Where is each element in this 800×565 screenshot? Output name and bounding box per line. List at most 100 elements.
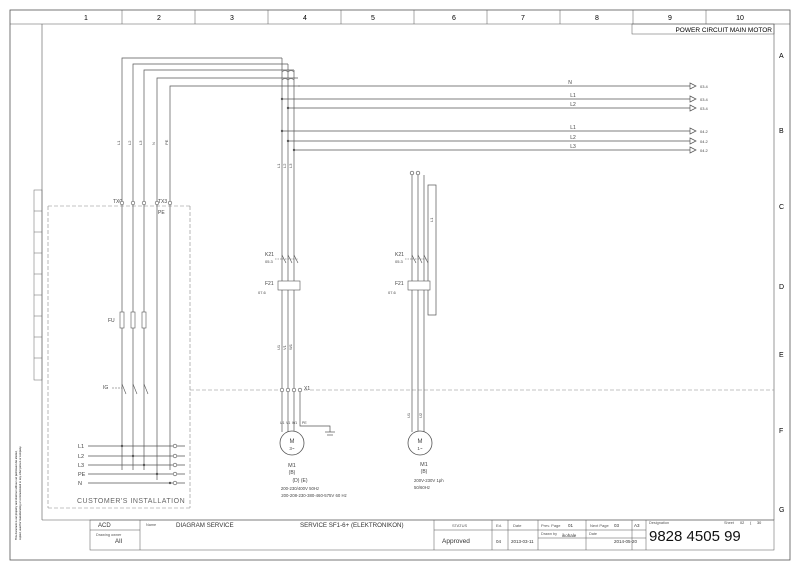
- right-motor-variant: (B): [421, 469, 428, 475]
- right-circuit-wires: [409, 170, 437, 432]
- busbar-ref: 03.4: [700, 84, 709, 89]
- left-wire-label: L2: [282, 163, 287, 168]
- supply-label-l3: L3: [78, 463, 84, 469]
- col-label: 9: [668, 15, 672, 22]
- left-motor-id: M1: [288, 463, 296, 469]
- isolator-switch: [112, 383, 149, 395]
- fuse-label: FU: [108, 318, 115, 324]
- busbar-risers: [281, 58, 295, 390]
- col-label: 10: [736, 15, 744, 22]
- left-overload-ref: 07.6: [258, 290, 267, 295]
- supply-label-l2: L2: [78, 454, 84, 460]
- row-label: G: [779, 507, 784, 514]
- title-sheet-total: 30: [757, 521, 761, 525]
- left-motor-terminal: U1: [280, 421, 285, 425]
- busbar-label: N: [568, 80, 572, 86]
- left-motor-voltage-2: 200-208-230-380-460-575V 60 Hz: [281, 493, 346, 498]
- supply-label-pe: PE: [78, 472, 86, 478]
- right-contactor: [405, 254, 429, 264]
- left-terminals: [279, 387, 303, 393]
- supply-label-l1: L1: [78, 444, 84, 450]
- terminal-label: TX0: [113, 199, 122, 205]
- right-wire-label: U1: [406, 412, 411, 418]
- right-overload-relay: [407, 280, 431, 291]
- busbar-label: L3: [570, 144, 576, 150]
- title-date2-label: Date: [589, 532, 597, 536]
- left-wire-label: L1: [276, 163, 281, 168]
- customer-supply: [88, 445, 185, 484]
- title-drawn-by-label: Drawn by: [541, 532, 557, 536]
- terminal-label: TX3: [158, 199, 167, 205]
- right-wire-label: U2: [418, 412, 423, 418]
- terminal-label: PE: [158, 210, 165, 216]
- left-wire-label: V1: [282, 344, 287, 350]
- left-motor-leads: [281, 392, 335, 436]
- revision-boxes: [33, 189, 43, 381]
- title-sheet-sep: (: [750, 521, 752, 525]
- title-name-label: Name: [146, 523, 156, 527]
- left-contactor-label: K21: [265, 252, 274, 258]
- right-motor-voltage-2: 50/60Hz: [414, 485, 430, 490]
- right-overload-label: F21: [395, 281, 404, 287]
- row-labels: A B C D E F G: [779, 53, 784, 514]
- supply-wires: [121, 57, 300, 480]
- left-wire-label: W1: [288, 343, 293, 350]
- left-motor-voltage-1: 200-230/400V 50Hz: [281, 486, 319, 491]
- right-motor-phase: 1~: [417, 446, 423, 451]
- col-label: 3: [230, 15, 234, 22]
- title-date2: 2014-05-20: [614, 539, 638, 544]
- title-sheet: 02: [740, 521, 744, 525]
- vertical-wire-label: L1: [116, 140, 121, 145]
- left-motor-name: M: [290, 439, 295, 445]
- left-motor-phase: 3~: [289, 446, 295, 451]
- col-label: 8: [595, 15, 599, 22]
- vertical-wire-label: L3: [138, 140, 143, 145]
- title-next-page-label: Next Page: [590, 523, 609, 528]
- title-designation-label: Designation: [649, 521, 669, 525]
- left-overload-relay: [277, 280, 301, 291]
- right-motor-id: M1: [420, 462, 428, 468]
- left-contactor-ref: 05.3: [265, 259, 274, 264]
- supply-label-n: N: [78, 481, 82, 487]
- col-label: 5: [371, 15, 375, 22]
- busbar-ref: 04.2: [700, 139, 709, 144]
- title-prev-page-label: Prev. Page: [541, 523, 561, 528]
- left-motor-variant: (B): [289, 470, 296, 476]
- busbar-ref: 03.4: [700, 106, 709, 111]
- title-ed: 04: [496, 539, 502, 544]
- left-motor-symbol: [279, 430, 305, 456]
- row-label: B: [779, 128, 784, 135]
- busbar-ref: 03.4: [700, 97, 709, 102]
- header-title: POWER CIRCUIT MAIN MOTOR: [675, 27, 772, 34]
- customers-installation-label: CUSTOMER'S INSTALLATION: [77, 498, 185, 505]
- busbar-label: L2: [570, 102, 576, 108]
- busbar-labels: N L1 L2 L1 L2 L3 03.4 03.4 03.4 04.2 04.…: [568, 80, 708, 153]
- title-date-label: Date: [513, 523, 522, 528]
- title-drawing-owner: AII: [115, 539, 123, 545]
- title-size: A3: [634, 523, 640, 528]
- left-motor-terminal: PE: [302, 421, 307, 425]
- busbar-label: L1: [570, 125, 576, 131]
- right-motor-name: M: [418, 439, 423, 445]
- left-wire-label: L3: [288, 163, 293, 168]
- fuses: [119, 311, 147, 329]
- busbar-label: L1: [570, 93, 576, 99]
- right-motor-voltage-1: 200V-230V 1ph: [414, 478, 444, 483]
- right-bridge-label: L1: [429, 217, 434, 222]
- title-name: DIAGRAM SERVICE: [176, 522, 234, 529]
- column-labels: 1 2 3 4 5 6 7 8 9 10: [84, 10, 744, 24]
- col-label: 1: [84, 15, 88, 22]
- busbar-ref: 04.2: [700, 129, 709, 134]
- busbars: [282, 82, 697, 154]
- left-contactor: [275, 254, 299, 264]
- busbar-label: L2: [570, 135, 576, 141]
- isolator-label: IG: [103, 385, 108, 391]
- right-motor-symbol: [407, 430, 433, 456]
- supply-terminals: [172, 443, 178, 486]
- title-date: 2013-03-11: [511, 539, 534, 544]
- vertical-wire-label: N: [151, 142, 156, 145]
- row-label: C: [779, 204, 784, 211]
- row-label: F: [779, 428, 783, 435]
- right-contactor-label: K21: [395, 252, 404, 258]
